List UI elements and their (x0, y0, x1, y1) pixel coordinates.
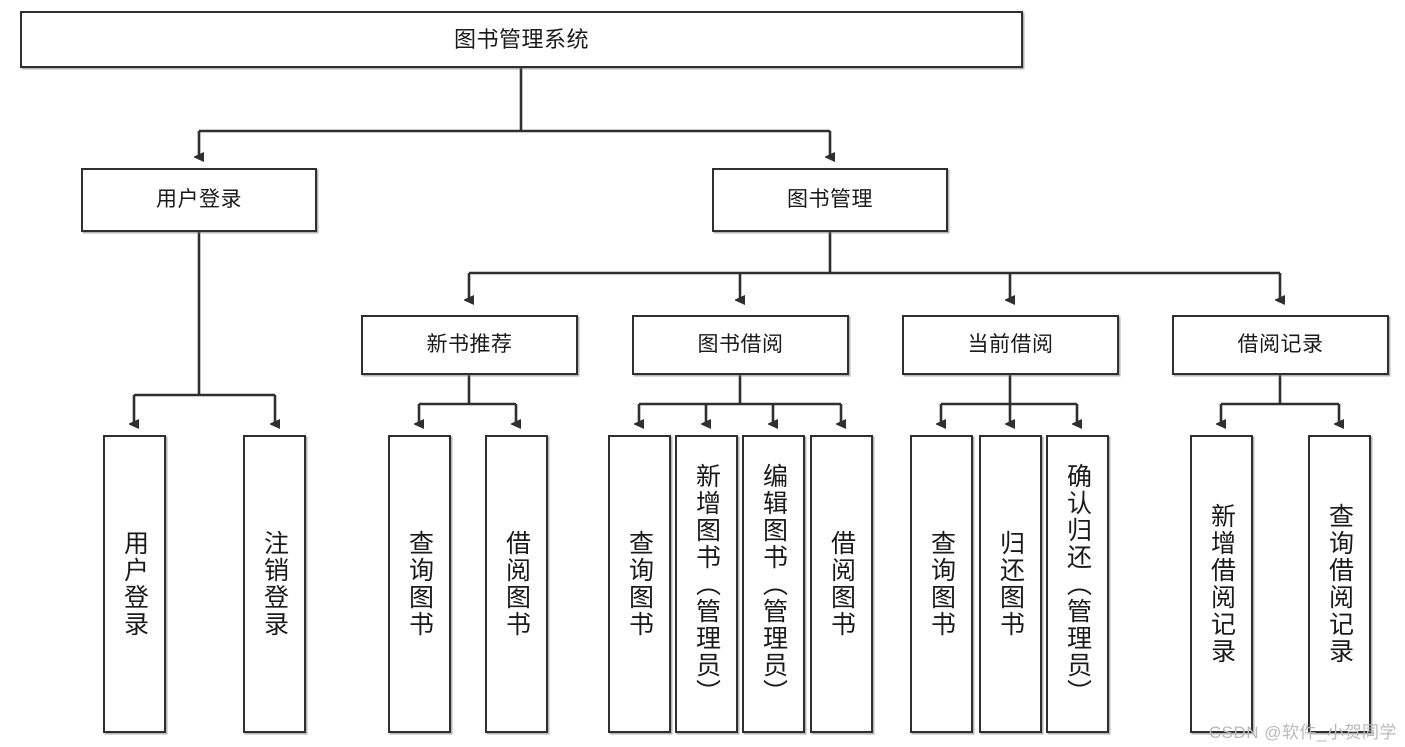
leaf-current-borrow-query-book[interactable]: 查询图书 (910, 435, 973, 733)
watermark-text: CSDN @软件_小贺同学 (1208, 723, 1397, 742)
node-new-book-recommend[interactable]: 新书推荐 (361, 315, 578, 375)
node-label: 确认归还（管理员） (1063, 462, 1092, 706)
node-borrow-record[interactable]: 借阅记录 (1172, 315, 1389, 375)
leaf-new-book-query-book[interactable]: 查询图书 (388, 435, 451, 733)
leaf-new-book-borrow-book[interactable]: 借阅图书 (485, 435, 548, 733)
leaf-book-borrow-query-book[interactable]: 查询图书 (608, 435, 671, 733)
node-current-borrow[interactable]: 当前借阅 (902, 315, 1119, 375)
leaf-borrow-record-add-record[interactable]: 新增借阅记录 (1190, 435, 1253, 733)
node-label: 查询图书 (927, 530, 956, 638)
node-root-system[interactable]: 图书管理系统 (20, 11, 1023, 68)
node-label: 图书借阅 (697, 332, 784, 356)
node-label: 编辑图书（管理员） (759, 462, 788, 706)
leaf-book-borrow-add-book[interactable]: 新增图书（管理员） (675, 435, 738, 733)
node-label: 查询借阅记录 (1325, 503, 1354, 665)
node-book-borrow[interactable]: 图书借阅 (632, 315, 849, 375)
node-label: 新增图书（管理员） (692, 462, 721, 706)
node-label: 图书管理 (787, 187, 873, 211)
node-label: 新书推荐 (426, 332, 513, 356)
leaf-borrow-record-query-record[interactable]: 查询借阅记录 (1308, 435, 1371, 733)
leaf-current-borrow-confirm-return[interactable]: 确认归还（管理员） (1046, 435, 1109, 733)
leaf-current-borrow-return-book[interactable]: 归还图书 (979, 435, 1042, 733)
node-label: 归还图书 (996, 530, 1025, 638)
node-label: 当前借阅 (967, 332, 1054, 356)
node-label: 注销登录 (260, 530, 289, 638)
node-label: 图书管理系统 (453, 26, 589, 52)
leaf-book-borrow-borrow-book[interactable]: 借阅图书 (810, 435, 873, 733)
node-label: 借阅记录 (1237, 332, 1324, 356)
node-book-management[interactable]: 图书管理 (712, 168, 948, 232)
node-label: 借阅图书 (502, 530, 531, 638)
node-label: 借阅图书 (827, 530, 856, 638)
leaf-user-login-login[interactable]: 用户登录 (103, 435, 166, 733)
node-user-login[interactable]: 用户登录 (81, 168, 317, 232)
leaf-user-login-logout[interactable]: 注销登录 (243, 435, 306, 733)
node-label: 用户登录 (156, 187, 242, 211)
node-label: 查询图书 (625, 530, 654, 638)
leaf-book-borrow-edit-book[interactable]: 编辑图书（管理员） (742, 435, 805, 733)
node-label: 查询图书 (405, 530, 434, 638)
node-label: 用户登录 (120, 530, 149, 638)
node-label: 新增借阅记录 (1207, 503, 1236, 665)
